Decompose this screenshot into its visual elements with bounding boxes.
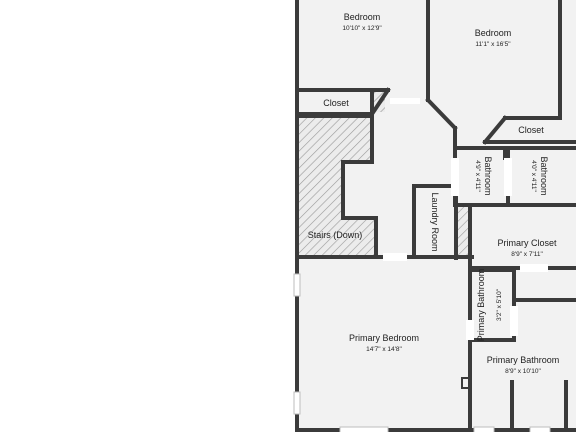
bathroom-1-dims: 4'9" x 4'11" (474, 160, 481, 192)
primary-closet-label: Primary Closet (497, 238, 557, 248)
primary-bedroom-label: Primary Bedroom (349, 333, 419, 343)
stairs-label: Stairs (Down) (308, 230, 363, 240)
bathroom-2-dims: 4'0" x 4'11" (530, 160, 537, 192)
bedroom-left-dims: 10'10" x 12'9" (342, 25, 382, 32)
door-openings (383, 98, 548, 340)
laundry-label: Laundry Room (430, 192, 440, 251)
primary-bathroom-dims: 8'9" x 10'10" (505, 368, 541, 375)
primary-bathroom-small-label: Primary Bathroom (476, 269, 486, 342)
bedroom-right-dims: 11'1" x 16'5" (475, 41, 511, 48)
bedroom-left-label: Bedroom (344, 12, 381, 22)
laundry-hatch (456, 206, 468, 256)
windows (293, 273, 551, 432)
primary-bathroom-small-dims: 3'2" x 5'10" (496, 288, 503, 321)
closet-right-label: Closet (518, 125, 544, 135)
bedroom-right-label: Bedroom (475, 28, 512, 38)
closet-left-label: Closet (323, 98, 349, 108)
primary-closet-dims: 8'9" x 7'11" (511, 251, 543, 258)
primary-bedroom-dims: 14'7" x 14'8" (366, 346, 402, 353)
bathroom-1-label: Bathroom (483, 156, 493, 195)
primary-bathroom-label: Primary Bathroom (487, 355, 560, 365)
bathroom-2-label: Bathroom (539, 156, 549, 195)
stairs-hatch (299, 118, 376, 255)
